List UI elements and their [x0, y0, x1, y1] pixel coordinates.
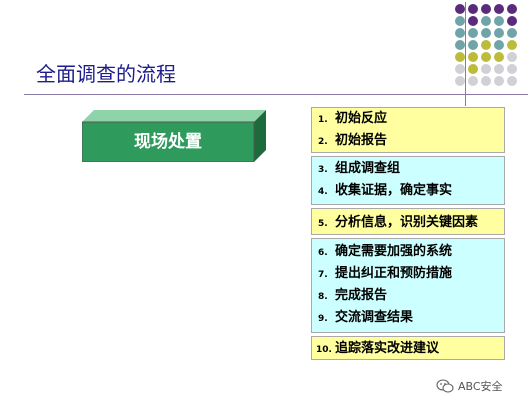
decorative-dot	[481, 28, 491, 38]
decorative-dot	[455, 64, 465, 74]
decorative-dot	[455, 16, 465, 26]
step-number: 1.	[318, 115, 328, 125]
step-item: 6. 确定需要加强的系统	[312, 241, 504, 263]
decorative-dot	[468, 76, 478, 86]
decorative-dot	[455, 4, 465, 14]
step-item: 10. 追踪落实改进建议	[312, 337, 504, 359]
step-item: 2. 初始报告	[312, 130, 504, 152]
step-group-4: 6. 确定需要加强的系统 7. 提出纠正和预防措施 8. 完成报告 9. 交流调…	[311, 238, 505, 333]
step-text: 初始反应	[335, 111, 388, 126]
watermark: ABC安全	[436, 378, 503, 394]
decorative-dot	[481, 52, 491, 62]
step-item: 8. 完成报告	[312, 285, 504, 307]
onsite-response-box: 现场处置	[82, 110, 272, 162]
decorative-dot	[494, 52, 504, 62]
decorative-dot	[455, 40, 465, 50]
decorative-dot	[507, 76, 517, 86]
decorative-dot	[494, 76, 504, 86]
decorative-dot	[468, 28, 478, 38]
step-group-1: 1. 初始反应 2. 初始报告	[311, 107, 505, 153]
decorative-dot	[481, 64, 491, 74]
step-item: 7. 提出纠正和预防措施	[312, 263, 504, 285]
decorative-dot	[455, 76, 465, 86]
step-text: 确定需要加强的系统	[335, 244, 453, 259]
decorative-dot	[507, 52, 517, 62]
decorative-dot	[481, 16, 491, 26]
decorative-dot	[494, 64, 504, 74]
box-top-face	[82, 110, 266, 122]
watermark-text: ABC安全	[458, 380, 503, 393]
decorative-horizontal-line	[24, 94, 528, 95]
step-text: 收集证据，确定事实	[335, 183, 453, 198]
step-group-2: 3. 组成调查组 4. 收集证据，确定事实	[311, 156, 505, 205]
step-number: 9.	[318, 314, 328, 324]
step-number: 3.	[318, 165, 328, 175]
box-3d-shape	[82, 110, 266, 162]
step-item: 3. 组成调查组	[312, 158, 504, 180]
step-item: 5. 分析信息，识别关键因素	[312, 209, 504, 234]
step-group-5: 10. 追踪落实改进建议	[311, 336, 505, 360]
decorative-dot	[507, 64, 517, 74]
step-number: 5.	[318, 219, 328, 229]
step-number: 6.	[318, 248, 328, 258]
step-number: 2.	[318, 137, 328, 147]
box-front-face	[82, 121, 255, 162]
decorative-dot	[481, 4, 491, 14]
decorative-dot	[507, 40, 517, 50]
step-text: 提出纠正和预防措施	[335, 266, 453, 281]
step-item: 9. 交流调查结果	[312, 307, 504, 329]
step-text: 完成报告	[335, 288, 388, 303]
decorative-dot	[494, 16, 504, 26]
step-number: 4.	[318, 187, 328, 197]
decorative-dot	[468, 52, 478, 62]
decorative-dot-grid	[455, 4, 528, 88]
decorative-dot	[481, 40, 491, 50]
step-group-3: 5. 分析信息，识别关键因素	[311, 208, 505, 235]
step-number: 8.	[318, 292, 328, 302]
decorative-dot	[507, 4, 517, 14]
step-item: 1. 初始反应	[312, 108, 504, 130]
decorative-dot	[468, 16, 478, 26]
step-text: 组成调查组	[335, 161, 401, 176]
step-number: 10.	[316, 345, 332, 355]
decorative-vertical-line	[465, 2, 466, 106]
decorative-dot	[455, 28, 465, 38]
decorative-dot	[468, 4, 478, 14]
step-text: 分析信息，识别关键因素	[335, 215, 479, 230]
box-label: 现场处置	[134, 132, 202, 152]
box-side-face	[254, 110, 266, 162]
decorative-dot	[507, 16, 517, 26]
decorative-dot	[468, 40, 478, 50]
step-item: 4. 收集证据，确定事实	[312, 180, 504, 202]
decorative-dot	[507, 28, 517, 38]
decorative-dot	[455, 52, 465, 62]
wechat-icon	[436, 379, 454, 393]
decorative-dot	[494, 28, 504, 38]
decorative-dot	[468, 64, 478, 74]
step-text: 追踪落实改进建议	[335, 341, 440, 356]
step-text: 交流调查结果	[335, 310, 414, 325]
decorative-dot	[494, 40, 504, 50]
step-text: 初始报告	[335, 133, 388, 148]
decorative-dot	[494, 4, 504, 14]
decorative-dot	[481, 76, 491, 86]
page-title: 全面调查的流程	[36, 62, 176, 86]
step-number: 7.	[318, 270, 328, 280]
